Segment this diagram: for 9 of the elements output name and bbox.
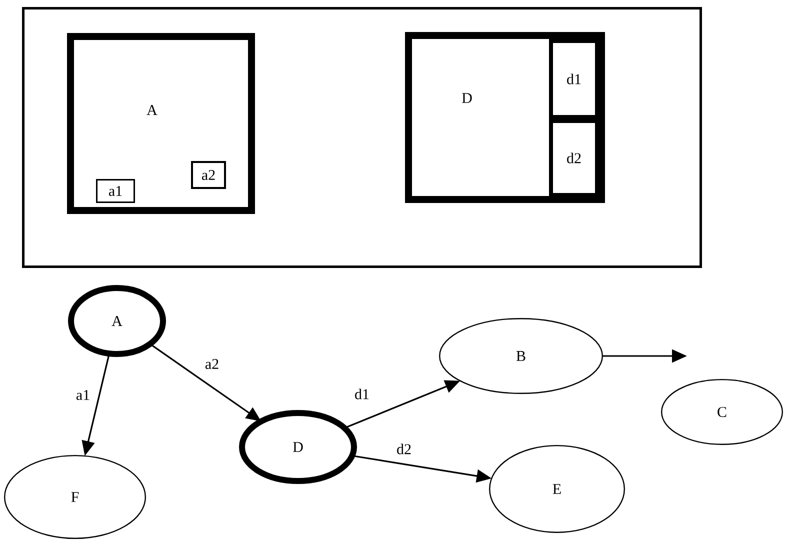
container-box: d1 — [549, 39, 599, 119]
container-box: a1 — [96, 179, 135, 203]
edge-label: d2 — [396, 442, 412, 456]
frame-box — [22, 7, 702, 268]
container-box: d2 — [549, 119, 599, 197]
container-box: a2 — [191, 161, 226, 189]
edge-label: d1 — [354, 388, 370, 400]
edge-label: a1 — [74, 388, 92, 401]
edge-label: a2 — [204, 358, 220, 370]
